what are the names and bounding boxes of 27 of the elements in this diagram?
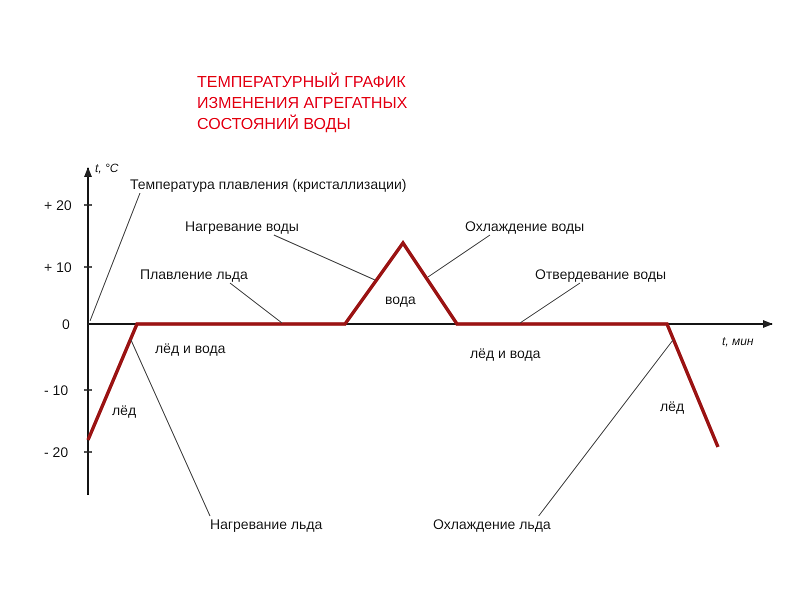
leader-line	[130, 340, 210, 516]
leader-line	[428, 234, 490, 278]
annotation-text: Охлаждение воды	[465, 218, 584, 235]
annotation-text: Нагревание воды	[185, 218, 299, 235]
tick-label: + 10	[44, 259, 72, 276]
leader-line	[230, 282, 282, 324]
tick-label: + 20	[44, 197, 72, 214]
leader-line	[520, 282, 580, 324]
region-label: лёд	[112, 402, 136, 419]
annotation-text: Нагревание льда	[210, 516, 322, 533]
tick-label: - 10	[44, 382, 68, 399]
annotation-text: Отвердевание воды	[535, 266, 666, 283]
chart-title: ТЕМПЕРАТУРНЫЙ ГРАФИК ИЗМЕНЕНИЯ АГРЕГАТНЫХ СОСТОЯНИЙ ВОДЫ	[197, 72, 408, 135]
tick-label: 0	[62, 316, 70, 333]
axis-label: t, мин	[722, 333, 754, 350]
region-label: вода	[385, 291, 416, 308]
annotation-text: Охлаждение льда	[433, 516, 551, 533]
leader-line	[538, 340, 674, 516]
leader-line	[90, 192, 140, 322]
leader-line	[273, 234, 376, 280]
tick-label: - 20	[44, 444, 68, 461]
region-label: лёд	[660, 398, 684, 415]
region-label: лёд и вода	[470, 345, 540, 362]
annotation-text: Температура плавления (кристаллизации)	[130, 176, 406, 193]
axis-label: t, °C	[95, 160, 118, 177]
region-label: лёд и вода	[155, 340, 226, 357]
annotation-text: Плавление льда	[140, 266, 248, 283]
